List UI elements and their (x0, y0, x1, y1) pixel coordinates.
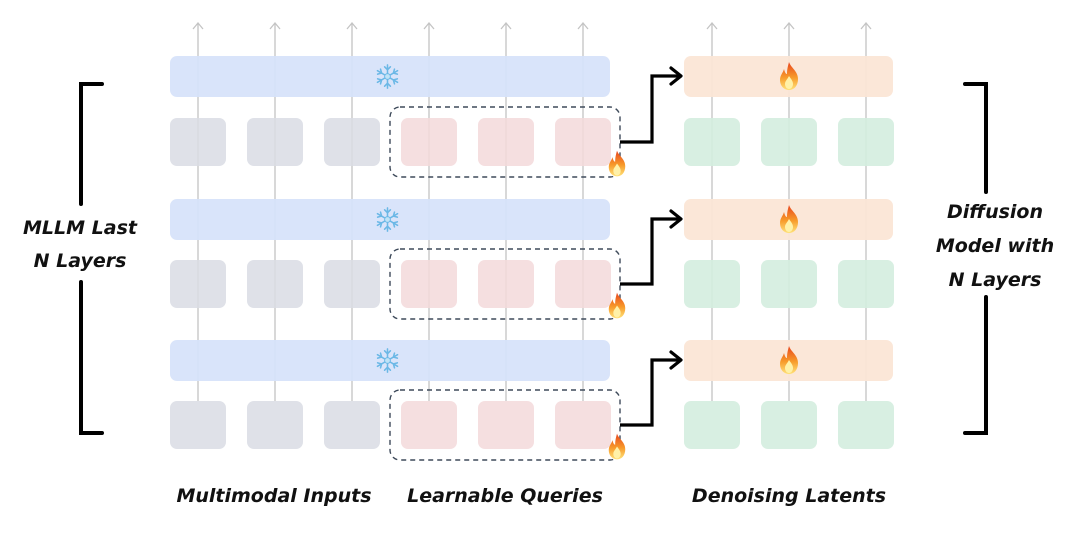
flow-arrowhead-icon (269, 21, 281, 30)
multimodal-input-token (247, 118, 303, 166)
layers (170, 56, 894, 461)
flow-arrowhead-icon (500, 21, 512, 30)
learnable-query-token (478, 118, 534, 166)
learnable-query-token (401, 260, 457, 308)
learnable-query-token (555, 401, 611, 449)
denoising-latent-token (684, 401, 740, 449)
multimodal-input-token (170, 118, 226, 166)
flow-arrowhead-icon (192, 21, 204, 30)
multimodal-input-token (170, 260, 226, 308)
learnable-query-token (555, 260, 611, 308)
flow-arrowhead-icon (783, 21, 795, 30)
flow-arrowhead-icon (577, 21, 589, 30)
left-group-label-line1: MLLM Last (23, 217, 138, 239)
right-group-label-line3: N Layers (949, 269, 1042, 291)
learnable-queries-group (389, 389, 621, 461)
arrowhead-icon (669, 350, 683, 370)
multimodal-input-token (324, 401, 380, 449)
right-group-label-line2: Model with (936, 235, 1054, 257)
connector-arrow (620, 74, 680, 144)
multimodal-input-token (247, 260, 303, 308)
multimodal-input-token (247, 401, 303, 449)
learnable-query-token (401, 401, 457, 449)
fire-icon (608, 292, 626, 319)
connector-arrow (620, 217, 680, 286)
right-bracket (963, 82, 988, 435)
multimodal-input-token (324, 118, 380, 166)
flow-arrowhead-icon (346, 21, 358, 30)
connectors (620, 66, 683, 427)
denoising-latents-label: Denoising Latents (692, 485, 886, 507)
denoising-latent-token (761, 401, 817, 449)
connector-arrow (620, 358, 680, 427)
denoising-latent-token (838, 260, 894, 308)
right-group-label-line1: Diffusion (947, 201, 1043, 223)
flow-arrowhead-icon (423, 21, 435, 30)
arrowhead-icon (669, 209, 683, 229)
learnable-query-token (401, 118, 457, 166)
learnable-query-token (478, 401, 534, 449)
denoising-latent-token (761, 118, 817, 166)
learnable-query-token (555, 118, 611, 166)
denoising-latent-token (761, 260, 817, 308)
multimodal-input-token (324, 260, 380, 308)
denoising-latent-token (838, 118, 894, 166)
learnable-queries-group (389, 106, 621, 178)
multimodal-input-token (170, 401, 226, 449)
denoising-latent-token (838, 401, 894, 449)
denoising-latent-token (684, 118, 740, 166)
fire-icon (608, 433, 626, 460)
learnable-queries-group (389, 248, 621, 320)
flow-arrowhead-icon (706, 21, 718, 30)
left-group-label-line2: N Layers (34, 250, 127, 272)
left-bracket (79, 82, 104, 435)
learnable-queries-label: Learnable Queries (407, 485, 603, 507)
multimodal-inputs-label: Multimodal Inputs (176, 485, 371, 507)
denoising-latent-token (684, 260, 740, 308)
fire-icon (608, 150, 626, 177)
arrowhead-icon (669, 66, 683, 86)
learnable-query-token (478, 260, 534, 308)
flow-arrowhead-icon (860, 21, 872, 30)
